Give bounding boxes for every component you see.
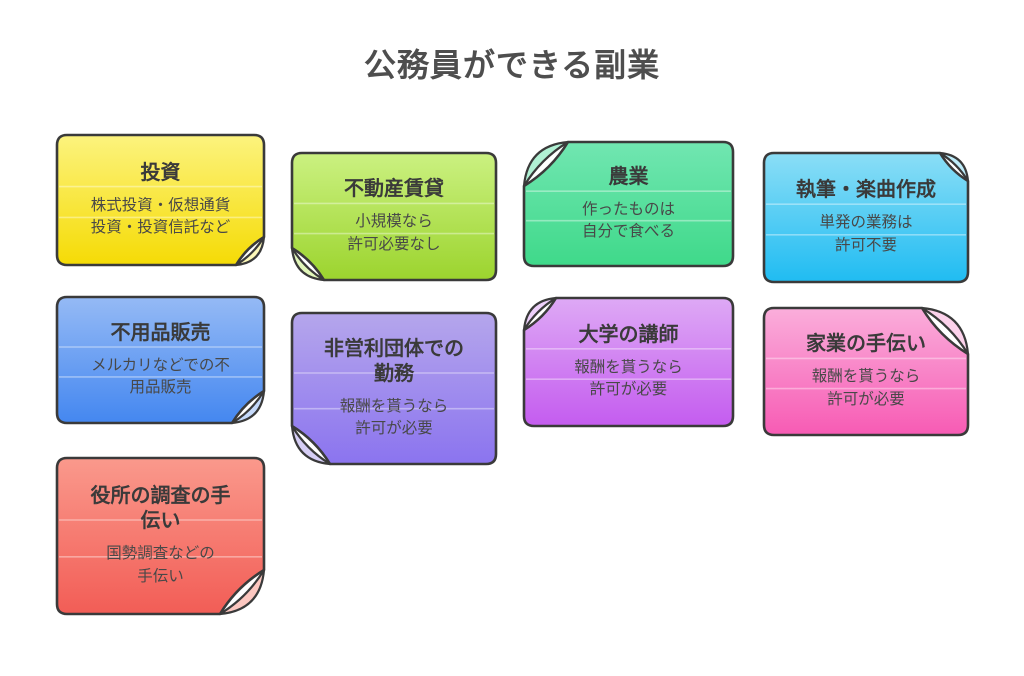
note-content: 不用品販売 メルカリなどでの不 用品販売 bbox=[55, 295, 266, 425]
note-investment: 投資 株式投資・仮想通貨 投資・投資信託など bbox=[55, 133, 266, 267]
note-body: 単発の業務は 許可不要 bbox=[819, 214, 913, 254]
note-body: 報酬を貰うなら 許可が必要 bbox=[339, 397, 449, 437]
sticky-note-shape bbox=[290, 311, 498, 466]
note-title: 執筆・楽曲作成 bbox=[796, 179, 936, 202]
note-university-lecturer: 大学の講師 報酬を貰うなら 許可が必要 bbox=[522, 296, 735, 428]
note-title: 役所の調査の手 伝い bbox=[90, 485, 231, 533]
note-body: メルカリなどでの不 用品販売 bbox=[91, 356, 230, 396]
note-title: 家業の手伝い bbox=[806, 333, 926, 356]
sticky-note-shape bbox=[55, 133, 266, 267]
note-body: 小規模なら 許可必要なし bbox=[347, 213, 441, 253]
note-content: 大学の講師 報酬を貰うなら 許可が必要 bbox=[522, 296, 735, 428]
note-writing-music-composition: 執筆・楽曲作成 単発の業務は 許可不要 bbox=[762, 151, 970, 284]
note-content: 農業 作ったものは 自分で食べる bbox=[522, 140, 735, 268]
note-body: 国勢調査などの 手伝い bbox=[106, 545, 215, 585]
sticky-note-shape bbox=[522, 296, 735, 428]
note-title: 農業 bbox=[608, 165, 649, 188]
sticky-note-shape bbox=[762, 151, 970, 284]
note-family-business-help: 家業の手伝い 報酬を貰うなら 許可が必要 bbox=[762, 306, 970, 437]
page-title: 公務員ができる副業 bbox=[363, 47, 661, 83]
note-title: 不用品販売 bbox=[110, 321, 211, 344]
note-content: 不動産賃貸 小規模なら 許可必要なし bbox=[290, 151, 498, 282]
sticky-note-shape bbox=[55, 295, 266, 425]
sticky-note-shape bbox=[290, 151, 498, 282]
note-content: 非営利団体での 勤務 報酬を貰うなら 許可が必要 bbox=[290, 311, 498, 466]
note-government-survey-help: 役所の調査の手 伝い 国勢調査などの 手伝い bbox=[55, 456, 266, 616]
note-title: 不動産賃貸 bbox=[344, 178, 444, 201]
note-nonprofit-work: 非営利団体での 勤務 報酬を貰うなら 許可が必要 bbox=[290, 311, 498, 466]
note-body: 報酬を貰うなら 許可が必要 bbox=[574, 358, 683, 398]
note-content: 投資 株式投資・仮想通貨 投資・投資信託など bbox=[55, 133, 266, 267]
note-selling-unused-items: 不用品販売 メルカリなどでの不 用品販売 bbox=[55, 295, 266, 425]
sticky-note-shape bbox=[522, 140, 735, 268]
note-title: 大学の講師 bbox=[578, 323, 679, 346]
sticky-note-shape bbox=[55, 456, 266, 616]
note-body: 報酬を貰うなら 許可が必要 bbox=[811, 368, 921, 408]
note-title: 投資 bbox=[140, 161, 181, 184]
note-real-estate-rental: 不動産賃貸 小規模なら 許可必要なし bbox=[290, 151, 498, 282]
note-title: 非営利団体での 勤務 bbox=[324, 337, 464, 385]
note-content: 役所の調査の手 伝い 国勢調査などの 手伝い bbox=[55, 456, 266, 616]
note-body: 作ったものは 自分で食べる bbox=[581, 200, 675, 240]
note-agriculture: 農業 作ったものは 自分で食べる bbox=[522, 140, 735, 268]
note-content: 家業の手伝い 報酬を貰うなら 許可が必要 bbox=[762, 306, 970, 437]
note-body: 株式投資・仮想通貨 投資・投資信託など bbox=[90, 196, 231, 236]
sticky-note-shape bbox=[762, 306, 970, 437]
note-content: 執筆・楽曲作成 単発の業務は 許可不要 bbox=[762, 151, 970, 284]
